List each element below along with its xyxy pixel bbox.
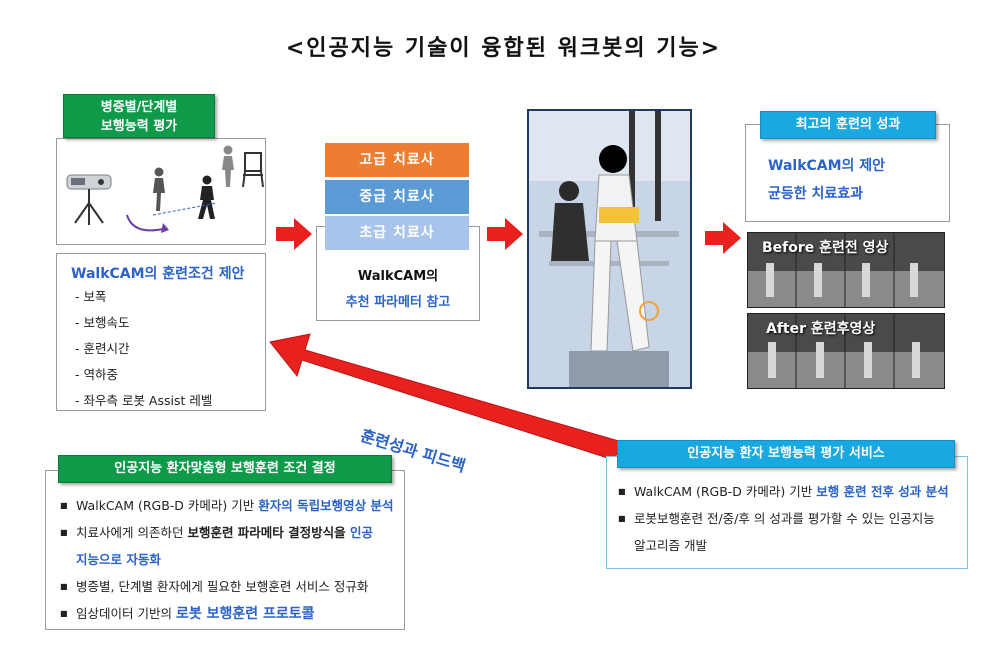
results-header: 최고의 훈련의 성과 — [760, 111, 936, 139]
proposal-list: - 보폭 - 보행속도 - 훈련시간 - 역하중 - 좌우측 로봇 Assist… — [75, 284, 212, 414]
results-header-text: 최고의 훈련의 성과 — [795, 117, 901, 132]
item-highlight: 지능으로 자동화 — [76, 552, 161, 567]
therapist-mid-label: 중급 치료사 — [359, 189, 435, 205]
evaluation-panel — [56, 138, 266, 245]
results-text: WalkCAM의 제안 균등한 치료효과 — [768, 152, 885, 208]
custom-training-header: 인공지능 환자맞춤형 보행훈련 조건 결정 — [58, 455, 392, 483]
after-label: After 훈련후영상 — [766, 321, 876, 337]
list-item-continuation: 지능으로 자동화 — [60, 546, 400, 573]
custom-training-header-text: 인공지능 환자맞춤형 보행훈련 조건 결정 — [114, 461, 336, 476]
evaluation-header: 병증별/단계별 보행능력 평가 — [63, 94, 215, 138]
right-arrow-icon — [487, 218, 523, 250]
distance-marker-icon — [152, 202, 218, 216]
item-highlight: 인공 — [345, 525, 374, 540]
page-title: <인공지능 기술이 융합된 워크봇의 기능> — [285, 36, 722, 61]
item-text: WalkCAM (RGB-D 카메라) 기반 — [76, 498, 259, 513]
results-line2: 균등한 치료효과 — [768, 186, 864, 202]
parameter-reference-text: WalkCAM의 추천 파라메터 참고 — [316, 264, 480, 316]
results-panel — [745, 124, 950, 222]
walking-person-icon — [198, 175, 215, 219]
before-label: Before 훈련전 영상 — [762, 240, 889, 256]
proposal-title: WalkCAM의 훈련조건 제안 — [71, 266, 245, 282]
therapist-low-label: 초급 치료사 — [359, 225, 435, 241]
evaluation-header-line2: 보행능력 평가 — [100, 119, 178, 134]
walkcam-device-icon — [66, 174, 112, 225]
right-arrow-icon — [276, 218, 312, 250]
evaluation-service-list: WalkCAM (RGB-D 카메라) 기반 보행 훈련 전후 성과 분석 로봇… — [618, 478, 964, 559]
list-item: - 보행속도 — [75, 315, 130, 330]
item-text: WalkCAM (RGB-D 카메라) 기반 — [634, 484, 817, 499]
reference-line1: WalkCAM의 — [357, 269, 439, 284]
therapist-high-box: 고급 치료사 — [325, 143, 469, 177]
list-item: 병증별, 단계별 환자에게 필요한 보행훈련 서비스 정규화 — [60, 573, 400, 600]
item-highlight: 환자의 독립보행영상 분석 — [258, 498, 394, 513]
item-bold: 보행훈련 파라메타 결정방식을 — [187, 525, 346, 540]
list-item: WalkCAM (RGB-D 카메라) 기반 보행 훈련 전후 성과 분석 — [618, 478, 964, 505]
turn-arrow-icon — [126, 214, 169, 233]
feedback-arrow-icon — [269, 333, 623, 461]
evaluation-service-header-text: 인공지능 환자 보행능력 평가 서비스 — [687, 446, 885, 461]
item-highlight: 보행 훈련 전후 성과 분석 — [816, 484, 949, 499]
list-item: 치료사에게 의존하던 보행훈련 파라메타 결정방식을 인공 — [60, 519, 400, 546]
list-item: - 훈련시간 — [75, 341, 130, 356]
therapist-high-label: 고급 치료사 — [359, 152, 435, 168]
therapist-mid-box: 중급 치료사 — [325, 180, 469, 214]
walkbot-photo — [527, 109, 692, 389]
walking-person-icon — [153, 167, 165, 211]
reference-line2: 추천 파라메터 참고 — [345, 295, 451, 310]
item-text: 병증별, 단계별 환자에게 필요한 보행훈련 서비스 정규화 — [76, 579, 369, 594]
item-highlight: 로봇 보행훈련 프로토콜 — [175, 606, 315, 622]
list-item: - 좌우측 로봇 Assist 레벨 — [75, 393, 213, 408]
list-item: WalkCAM (RGB-D 카메라) 기반 환자의 독립보행영상 분석 — [60, 492, 400, 519]
after-video-frames — [748, 314, 944, 388]
walking-person-icon — [222, 145, 234, 187]
chair-icon — [242, 152, 264, 188]
item-text: 로봇보행훈련 전/중/후 의 성과를 평가할 수 있는 인공지능 — [634, 511, 935, 526]
right-arrow-icon — [705, 222, 741, 254]
before-video-thumbnail: Before 훈련전 영상 — [747, 232, 945, 308]
evaluation-header-line1: 병증별/단계별 — [100, 100, 178, 115]
item-text: 치료사에게 의존하던 — [76, 525, 188, 540]
therapist-low-box: 초급 치료사 — [325, 216, 469, 250]
item-text: 알고리즘 개발 — [634, 538, 707, 553]
training-proposal-panel: WalkCAM의 훈련조건 제안 - 보폭 - 보행속도 - 훈련시간 - 역하… — [56, 253, 266, 411]
before-video-frames — [748, 233, 944, 307]
list-item: 로봇보행훈련 전/중/후 의 성과를 평가할 수 있는 인공지능 — [618, 505, 964, 532]
list-item: 임상데이터 기반의 로봇 보행훈련 프로토콜 — [60, 600, 400, 628]
after-video-thumbnail: After 훈련후영상 — [747, 313, 945, 389]
robot-training-illustration — [529, 111, 690, 387]
custom-training-list: WalkCAM (RGB-D 카메라) 기반 환자의 독립보행영상 분석 치료사… — [60, 492, 400, 628]
list-item-continuation: 알고리즘 개발 — [618, 532, 964, 559]
list-item: - 보폭 — [75, 289, 107, 304]
results-line1: WalkCAM의 제안 — [768, 158, 886, 174]
list-item: - 역하중 — [75, 367, 118, 382]
item-text: 임상데이터 기반의 — [76, 606, 176, 621]
evaluation-service-header: 인공지능 환자 보행능력 평가 서비스 — [617, 440, 955, 468]
